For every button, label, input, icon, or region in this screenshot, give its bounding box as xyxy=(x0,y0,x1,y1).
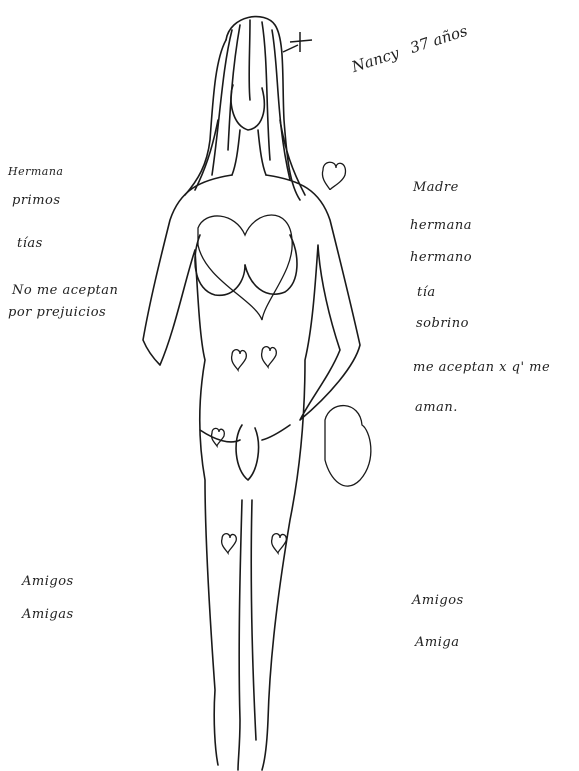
hair-sketch xyxy=(185,17,305,200)
note-left-upper-2: primos xyxy=(12,193,61,208)
body-outline-right xyxy=(262,175,360,770)
note-left-upper-4: No me aceptan xyxy=(12,283,118,298)
heart-icon xyxy=(222,534,237,553)
note-right-upper-5: sobrino xyxy=(416,316,469,331)
heart-marks xyxy=(198,162,371,553)
cross-icon xyxy=(283,32,312,52)
note-right-upper-4: tía xyxy=(417,285,436,300)
note-right-upper-7: aman. xyxy=(415,400,458,415)
chest-sketch xyxy=(195,235,245,295)
body-outline-left xyxy=(143,175,232,765)
note-right-upper-1: Madre xyxy=(413,180,459,195)
note-right-upper-3: hermano xyxy=(410,250,472,265)
face-outline xyxy=(231,85,264,130)
heart-icon xyxy=(322,162,345,190)
heart-icon xyxy=(325,406,371,487)
note-left-upper-5: por prejuicios xyxy=(8,305,106,320)
note-right-upper-6: me aceptan x q' me xyxy=(413,360,550,375)
heart-icon xyxy=(272,534,287,553)
note-left-lower-2: Amigas xyxy=(22,607,74,622)
note-right-upper-2: hermana xyxy=(410,218,472,233)
note-right-lower-2: Amiga xyxy=(415,635,459,650)
note-left-upper-3: tías xyxy=(17,236,43,251)
heart-icon xyxy=(262,347,277,367)
note-left-lower-1: Amigos xyxy=(22,574,74,589)
heart-icon xyxy=(232,350,247,370)
note-left-upper-1: Hermana xyxy=(8,165,64,178)
note-right-lower-1: Amigos xyxy=(412,593,464,608)
